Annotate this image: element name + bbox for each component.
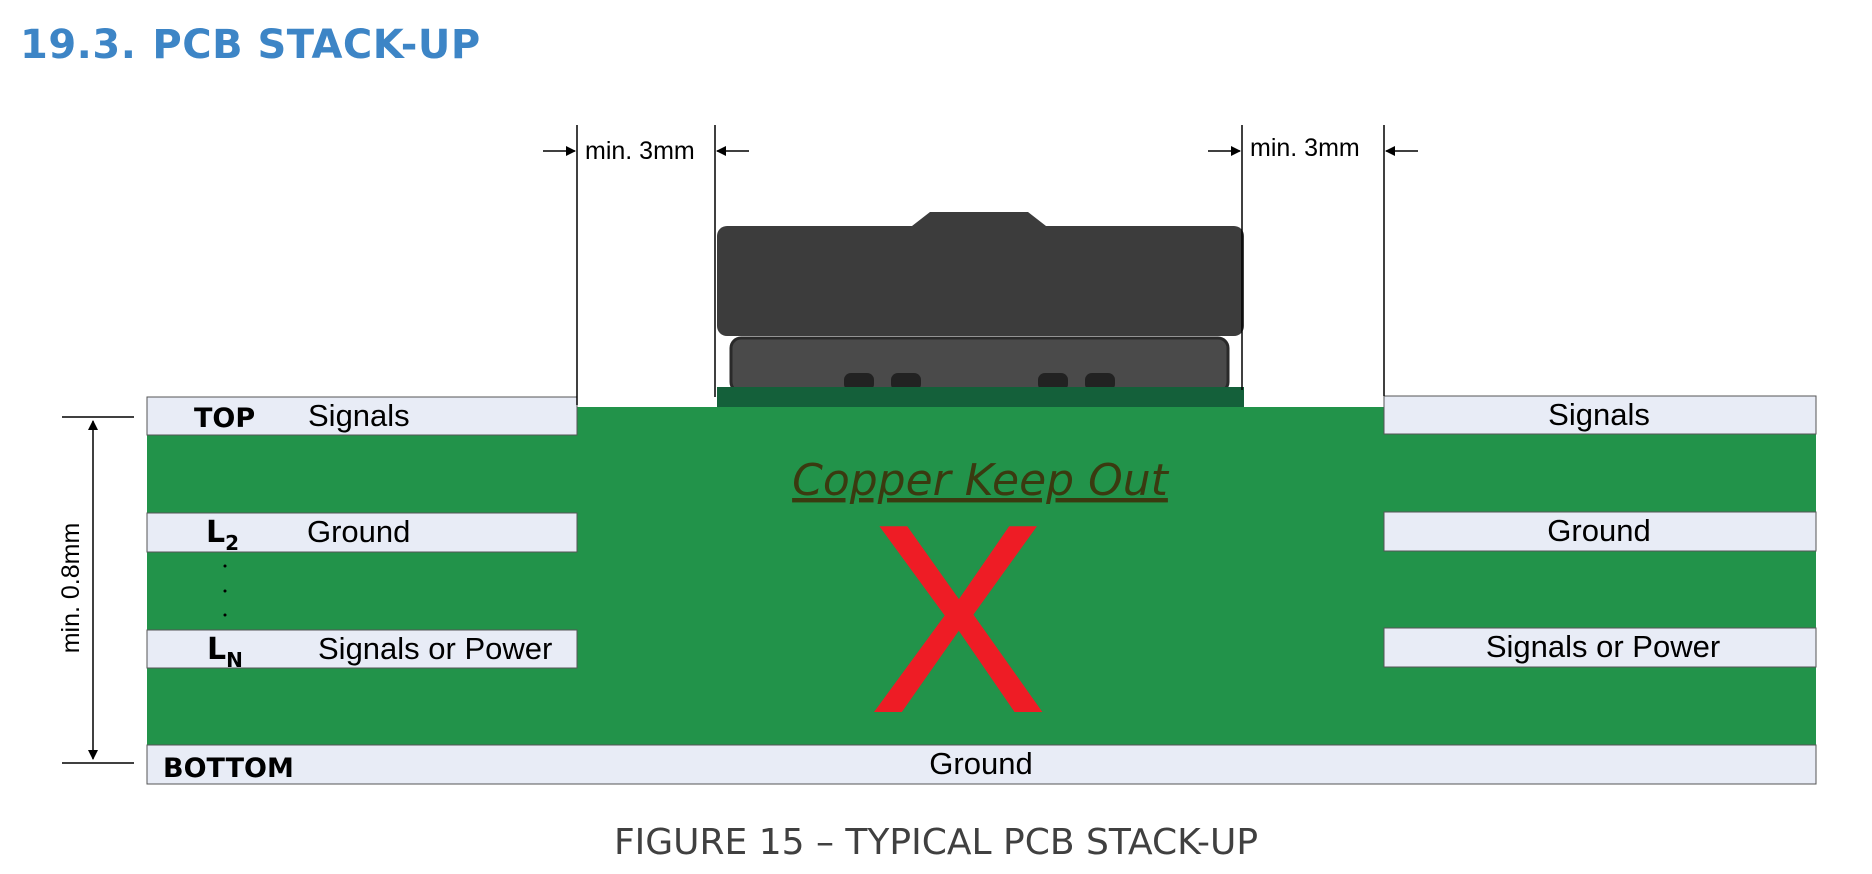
- section-title: PCB STACK-UP: [152, 22, 481, 68]
- ellipsis-dot: [223, 564, 227, 568]
- module-pad: [844, 373, 874, 391]
- module-component: [717, 212, 1244, 407]
- ln-layer-left: [146, 629, 578, 669]
- l2-left-label: Ground: [307, 514, 410, 549]
- clearance-left-label: min. 3mm: [585, 137, 695, 165]
- module-shield: [717, 226, 1244, 336]
- section-heading: 19.3. PCB STACK-UP: [20, 22, 497, 68]
- top-layer-right: [1383, 395, 1817, 435]
- clearance-right-label: min. 3mm: [1250, 134, 1360, 162]
- module-pad: [1085, 373, 1115, 391]
- right-layer-stack: [1383, 395, 1817, 668]
- top-right-label: Signals: [1548, 397, 1650, 432]
- thickness-label: min. 0.8mm: [57, 523, 85, 654]
- bottom-layer: [146, 744, 1817, 785]
- ln-left-label: Signals or Power: [318, 631, 552, 666]
- ellipsis-dot: [223, 613, 227, 617]
- module-body: [729, 336, 1230, 394]
- left-layer-stack: [146, 396, 578, 669]
- l2-layer-right: [1383, 511, 1817, 552]
- top-layer-left: [146, 396, 578, 436]
- top-left-label: Signals: [308, 398, 410, 433]
- ln-right-label: Signals or Power: [1486, 629, 1720, 664]
- module-pad: [891, 373, 921, 391]
- layer-labels: Signals Ground Signals or Power Signals …: [307, 397, 1720, 781]
- layer-name-l2: L2: [206, 515, 239, 555]
- layer-name-top: TOP: [194, 403, 255, 434]
- l2-layer-left: [146, 512, 578, 553]
- ellipsis-dot: [223, 589, 227, 593]
- l2-subscript: 2: [225, 531, 239, 555]
- bottom-label: Ground: [929, 746, 1032, 781]
- figure-caption: FIGURE 15 – TYPICAL PCB STACK-UP: [613, 822, 1259, 863]
- ln-subscript: N: [226, 648, 243, 672]
- keepout-x-mark: X: [868, 469, 1048, 770]
- layer-name-bottom: BOTTOM: [163, 753, 294, 784]
- pcb-board: [147, 407, 1816, 777]
- l2-right-label: Ground: [1547, 513, 1650, 548]
- ellipsis-dots: [223, 564, 227, 617]
- module-top-bump: [912, 212, 1046, 226]
- copper-keepout-label: Copper Keep Out: [792, 455, 1170, 506]
- section-number: 19.3.: [20, 22, 137, 68]
- module-pad: [1038, 373, 1068, 391]
- layer-name-ln: LN: [207, 632, 243, 672]
- clearance-dimensions: [62, 125, 1418, 764]
- layer-names: TOP L2 LN BOTTOM: [163, 403, 294, 784]
- ln-layer-right: [1383, 627, 1817, 668]
- module-carrier-pcb: [717, 387, 1244, 407]
